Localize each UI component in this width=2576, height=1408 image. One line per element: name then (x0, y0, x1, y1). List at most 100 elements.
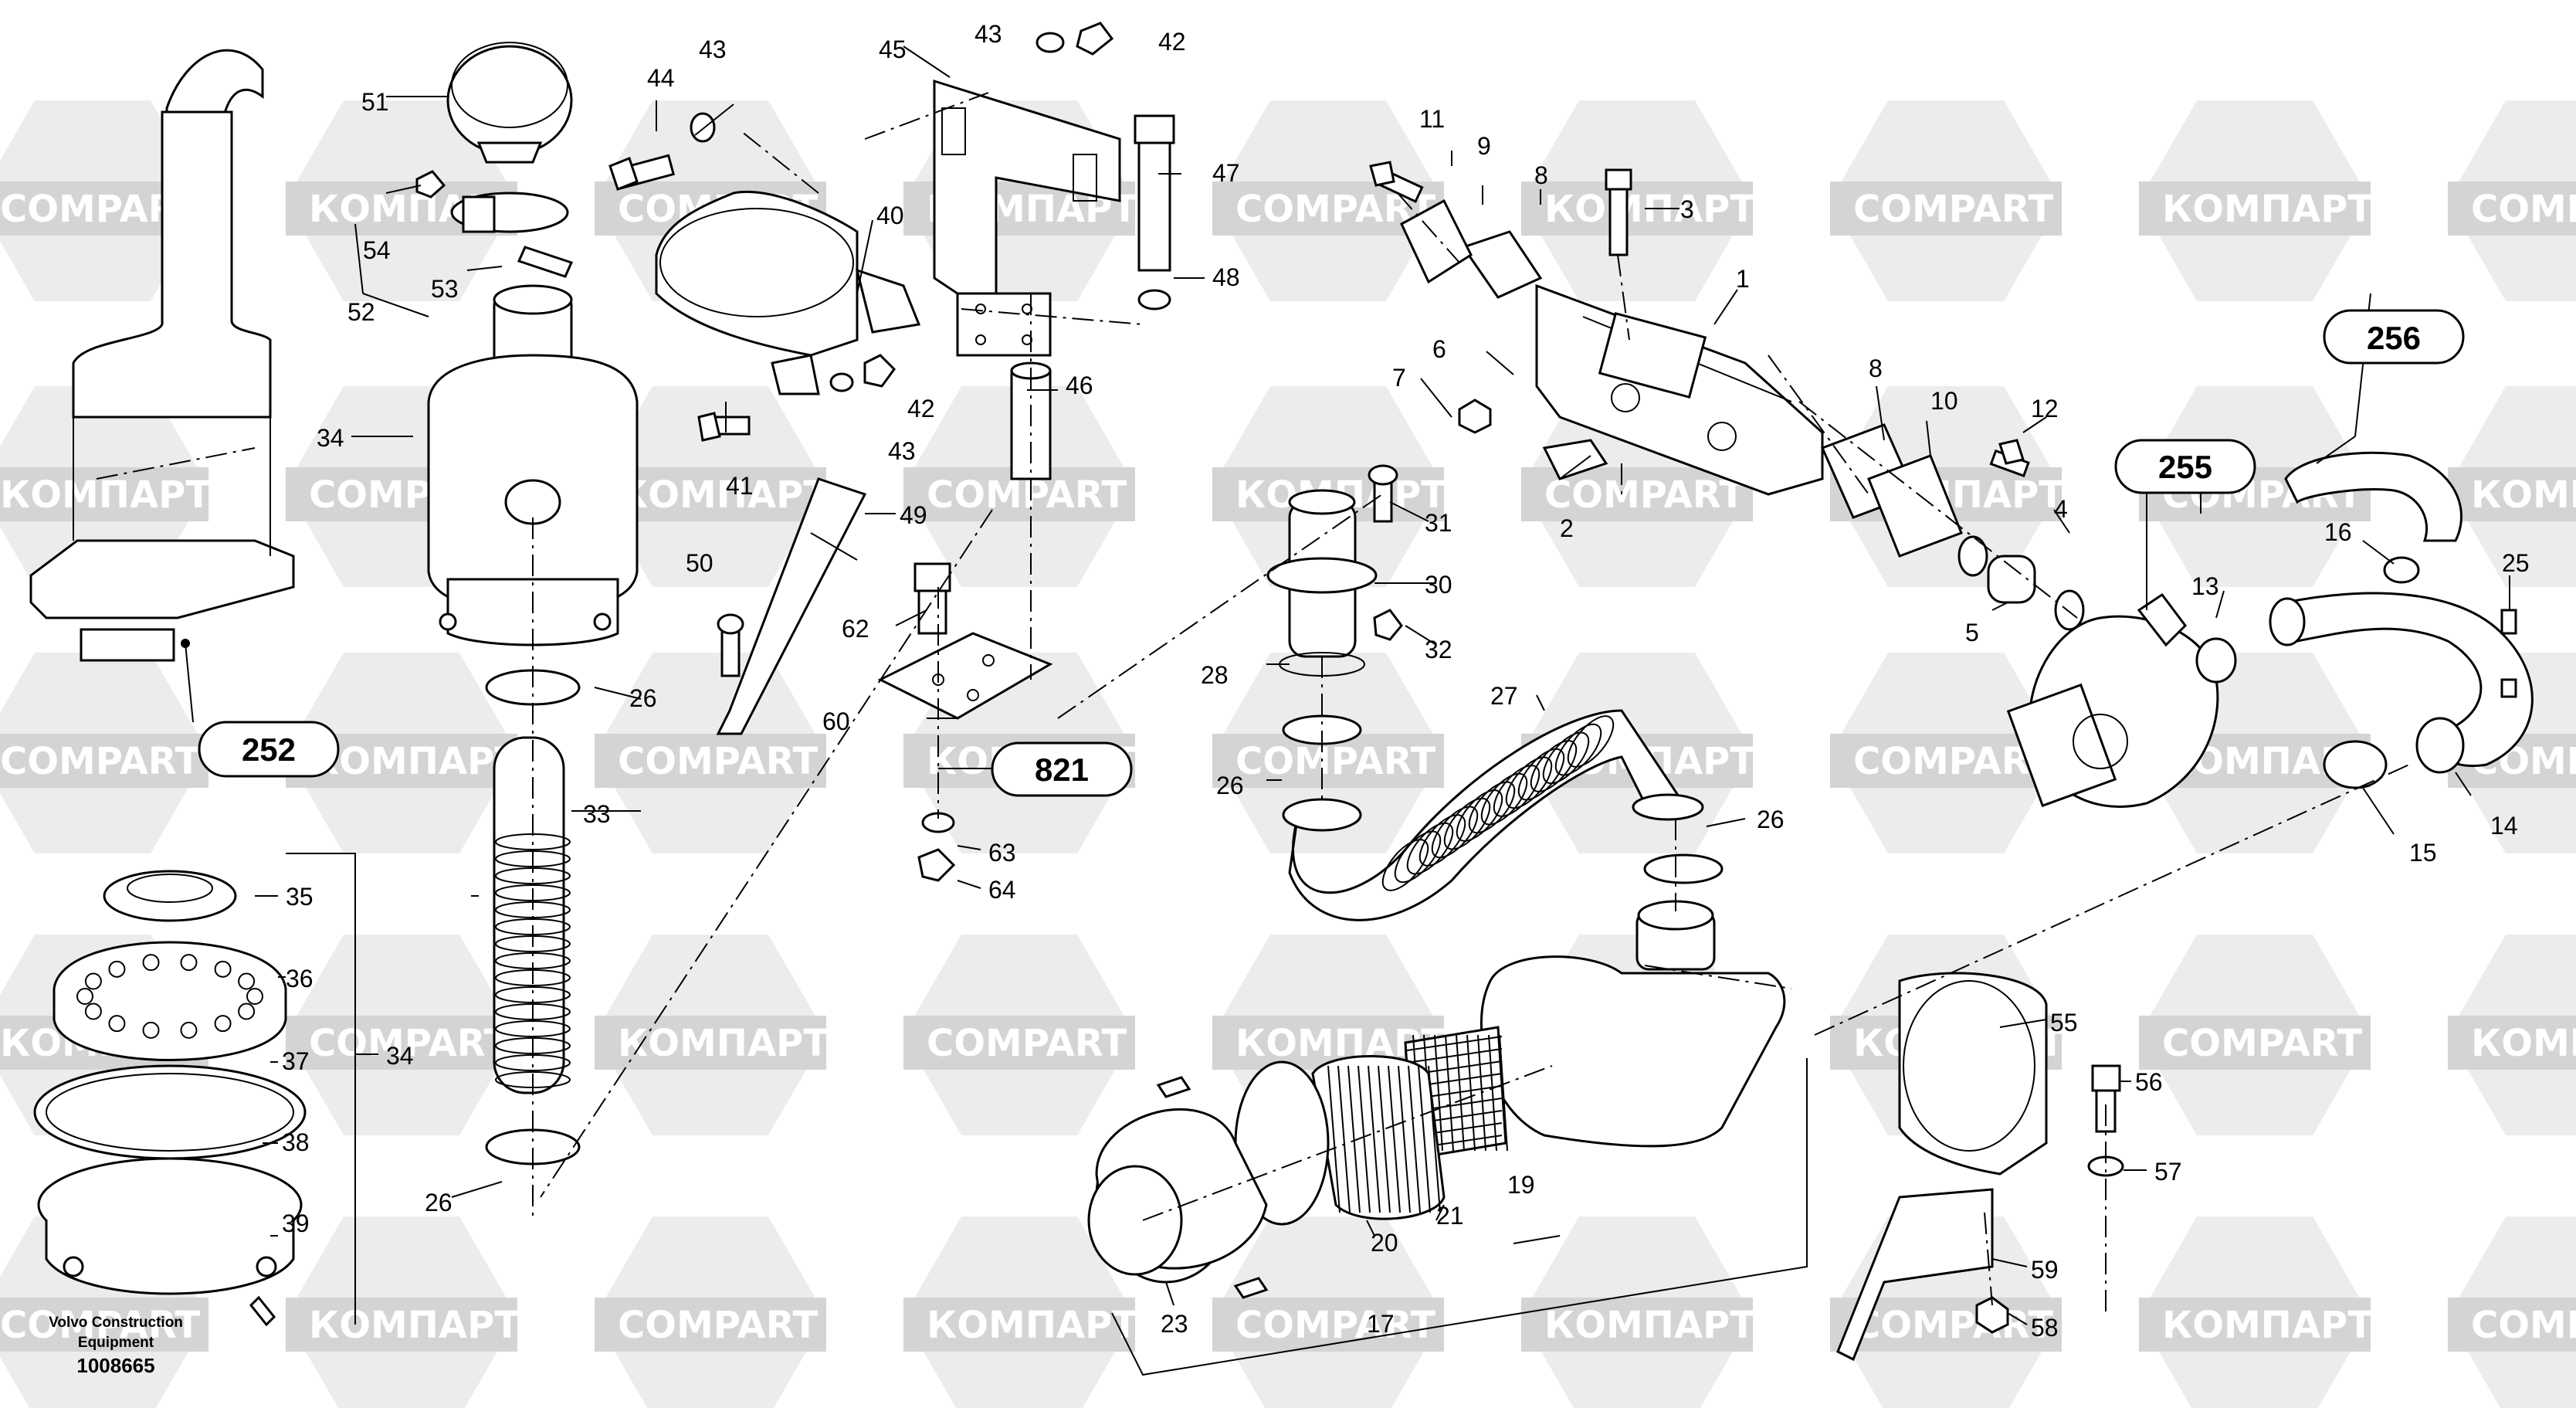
label-part-45: 45 (879, 36, 907, 63)
label-part-38: 38 (282, 1128, 310, 1156)
vent-hole (108, 1015, 126, 1033)
label-part-13: 13 (2191, 572, 2219, 600)
reference-256-label: 256 (2367, 320, 2421, 356)
filter-grid-line (1488, 1034, 1497, 1152)
watermark-brand-cyrillic: КОМПАРТ (0, 473, 211, 517)
flex-pipe-28-30 (1266, 464, 1403, 677)
label-part-10: 10 (1930, 387, 1958, 415)
precleaner-exploded-34 (33, 870, 307, 1327)
watermark-tile: COMPART (1212, 100, 1444, 301)
exhaust-manifold-1 (1400, 198, 1963, 558)
washer-48-nut-42 (690, 22, 1171, 392)
watermark-tile: COMPART (2448, 1216, 2576, 1408)
rain-cap-51 (446, 42, 573, 164)
label-part-2: 2 (1560, 514, 1574, 542)
hose-14-16 (2195, 451, 2534, 789)
watermark-brand-latin: COMPART (0, 1304, 201, 1347)
label-part-42-top: 42 (1158, 28, 1186, 56)
label-part-30: 30 (1425, 571, 1452, 599)
manufacturer-credit: Volvo Construction Equipment 1008665 (15, 1313, 216, 1378)
label-part-4: 4 (2054, 495, 2068, 523)
label-part-36: 36 (286, 965, 314, 992)
watermark-tile: КОМПАРТ (2139, 100, 2373, 301)
label-part-60: 60 (822, 707, 850, 735)
watermark-brand-cyrillic: КОМПАРТ (309, 740, 520, 783)
label-part-56: 56 (2135, 1068, 2163, 1096)
watermark-brand-cyrillic: КОМПАРТ (618, 473, 829, 517)
watermark-brand-latin: COMPART (2162, 1022, 2363, 1065)
watermark-brand-latin: COMPART (2471, 1304, 2576, 1347)
label-part-55: 55 (2050, 1009, 2078, 1036)
label-part-54: 54 (363, 236, 391, 264)
reference-callout-252[interactable]: 252 (198, 721, 340, 778)
vent-hole (214, 960, 232, 978)
label-part-11: 11 (1419, 105, 1445, 133)
watermark-tile: COMPART (1212, 1216, 1444, 1408)
label-part-26-lower: 26 (425, 1189, 452, 1216)
label-part-43-top: 43 (974, 20, 1002, 48)
filter-pleat (1368, 1065, 1381, 1213)
exhaust-hose-27 (1282, 709, 1724, 921)
label-part-27: 27 (1490, 682, 1518, 710)
label-part-31: 31 (1425, 509, 1452, 537)
bracket-55-59 (1836, 972, 2124, 1362)
label-part-47: 47 (1212, 159, 1240, 187)
filter-pleat (1388, 1065, 1401, 1213)
label-part-9: 9 (1477, 132, 1491, 160)
mounting-strap-40 (655, 191, 921, 395)
watermark-tile: КОМПАРТ (595, 386, 829, 587)
label-part-20: 20 (1371, 1229, 1398, 1257)
label-part-41: 41 (726, 472, 754, 500)
watermark-tile: COMPART (1830, 100, 2062, 301)
label-part-5: 5 (1965, 619, 1979, 646)
manufacturer-name-line1: Volvo Construction (49, 1315, 183, 1331)
label-part-19: 19 (1507, 1171, 1535, 1199)
filter-grid-line (1406, 1036, 1503, 1051)
reference-821-label: 821 (1035, 751, 1089, 788)
watermark-brand-cyrillic: КОМПАРТ (309, 1304, 520, 1347)
watermark-brand-cyrillic: КОМПАРТ (1544, 1304, 1755, 1347)
filter-pleat (1337, 1065, 1351, 1213)
label-part-64: 64 (988, 876, 1016, 904)
watermark-tile: КОМПАРТ (595, 935, 829, 1135)
drawing-number: 1008665 (76, 1354, 155, 1377)
manufacturer-name-line2: Equipment (77, 1335, 154, 1351)
label-part-23: 23 (1161, 1310, 1188, 1338)
reference-callout-256[interactable]: 256 (2323, 309, 2465, 365)
filter-pleat (1347, 1065, 1361, 1213)
watermark-tile: COMPART (903, 935, 1135, 1135)
vent-hole (238, 972, 256, 990)
long-bolt-47 (1134, 114, 1175, 272)
vent-hole (142, 1021, 160, 1039)
reference-callout-821[interactable]: 821 (991, 741, 1133, 797)
label-part-51: 51 (361, 88, 389, 116)
label-part-48: 48 (1212, 263, 1240, 291)
label-part-43-left: 43 (699, 36, 727, 63)
reference-callout-255[interactable]: 255 (2114, 439, 2256, 494)
label-part-26-middle: 26 (1216, 772, 1244, 799)
label-part-53: 53 (431, 275, 459, 303)
watermark-tile: КОМПАРТ (0, 386, 211, 587)
watermark-brand-cyrillic: КОМПАРТ (618, 1022, 829, 1065)
watermark-brand-latin: COMPART (618, 1304, 819, 1347)
filter-pleat (1408, 1065, 1421, 1213)
watermark-brand-latin: COMPART (927, 473, 1127, 517)
watermark-brand-latin: COMPART (1235, 740, 1436, 783)
clamp-53 (415, 170, 574, 278)
label-part-12: 12 (2031, 395, 2059, 422)
label-part-7: 7 (1392, 364, 1406, 392)
label-part-32: 32 (1425, 636, 1452, 663)
hose-rib (1567, 715, 1615, 768)
vent-hole (238, 1003, 256, 1020)
label-part-28: 28 (1201, 661, 1229, 689)
label-part-8-left: 8 (1534, 161, 1548, 189)
turbocharger-255 (2006, 592, 2219, 808)
watermark-tile: КОМПАРТ (2448, 386, 2576, 587)
watermark-tile: COMPART (1212, 653, 1444, 853)
watermark-tile: КОМПАРТ (286, 1216, 520, 1408)
watermark-tile: КОМПАРТ (2448, 935, 2576, 1135)
leader-lines (185, 46, 2510, 1376)
label-part-42-mid: 42 (907, 395, 935, 422)
label-part-49: 49 (900, 501, 927, 529)
watermark-tile: КОМПАРТ (286, 100, 520, 301)
